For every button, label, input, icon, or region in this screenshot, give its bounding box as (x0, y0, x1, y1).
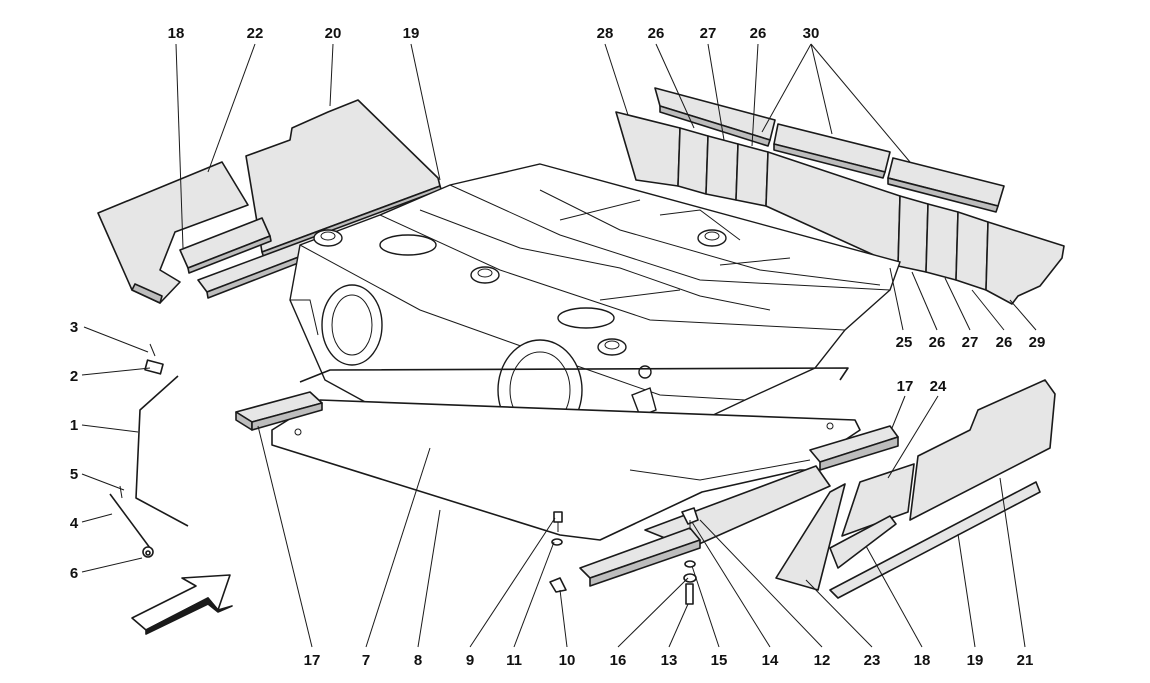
callout-right-29: 29 (1029, 334, 1046, 351)
callout-bottom-18: 18 (914, 652, 931, 669)
callout-bottom-9: 9 (466, 652, 474, 669)
callout-top-22: 22 (247, 25, 264, 42)
callout-bottom-12: 12 (814, 652, 831, 669)
callout-top-20: 20 (325, 25, 342, 42)
callout-bottom-7: 7 (362, 652, 370, 669)
callout-left-1: 1 (70, 417, 78, 434)
callout-left-5: 5 (70, 466, 78, 483)
callout-right-17: 17 (897, 378, 914, 395)
strap-1 (109, 343, 189, 558)
tray-8 (271, 399, 861, 541)
pad-18-right (829, 515, 897, 569)
pad-18-left (179, 217, 272, 274)
pad-24 (841, 463, 915, 537)
callout-bottom-10: 10 (559, 652, 576, 669)
callout-right-24: 24 (930, 378, 947, 395)
callout-right-27: 27 (962, 334, 979, 351)
callout-bottom-14: 14 (762, 652, 779, 669)
callout-top-19: 19 (403, 25, 420, 42)
pad-17-left (235, 391, 323, 431)
callout-left-2: 2 (70, 368, 78, 385)
callout-top-26a: 26 (648, 25, 665, 42)
callout-top-26b: 26 (750, 25, 767, 42)
callout-top-28: 28 (597, 25, 614, 42)
callout-right-26b: 26 (996, 334, 1013, 351)
pad-21 (909, 379, 1056, 521)
callout-bottom-11: 11 (506, 652, 522, 669)
pad-22 (97, 161, 249, 304)
callout-right-25: 25 (896, 334, 913, 351)
callout-left-4: 4 (70, 515, 79, 532)
pad-17-right (809, 425, 899, 471)
callout-bottom-16: 16 (610, 652, 627, 669)
front-direction-arrow-icon (131, 574, 233, 635)
leader-lines (81, 43, 1037, 648)
callout-bottom-8: 8 (414, 652, 422, 669)
hardware-9-11-10 (549, 511, 567, 593)
hardware-16-13-15-14 (681, 507, 699, 605)
tray-7 (299, 367, 849, 383)
pad-23 (775, 483, 846, 591)
callout-labels: 18 22 20 19 28 26 27 26 30 3 2 1 5 4 6 2… (70, 25, 1046, 669)
callout-left-3: 3 (70, 319, 78, 336)
callout-bottom-19: 19 (967, 652, 984, 669)
callout-left-6: 6 (70, 565, 78, 582)
heat-shield-strip-top (654, 87, 1005, 213)
callout-bottom-15: 15 (711, 652, 728, 669)
pad-lower-front (579, 527, 701, 587)
callout-bottom-23: 23 (864, 652, 881, 669)
callout-top-27: 27 (700, 25, 717, 42)
heat-shield-strip-main (615, 111, 1065, 305)
pad-19-right (829, 481, 1041, 599)
callout-bottom-21: 21 (1017, 652, 1034, 669)
callout-bottom-17: 17 (304, 652, 321, 669)
callout-bottom-13: 13 (661, 652, 678, 669)
callout-top-30: 30 (803, 25, 820, 42)
callout-top-18: 18 (168, 25, 185, 42)
callout-right-26a: 26 (929, 334, 946, 351)
